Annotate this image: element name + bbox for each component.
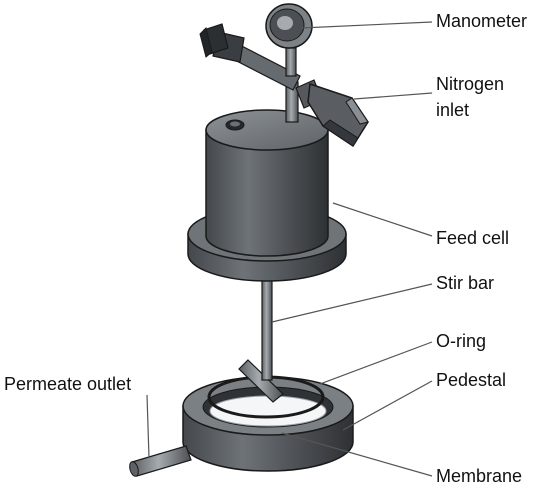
membrane-label: Membrane: [436, 466, 522, 486]
stir-bar-label: Stir bar: [436, 273, 494, 293]
nitrogen-inlet-label-line1: Nitrogen: [436, 74, 504, 94]
permeate-outlet-label: Permeate outlet: [4, 374, 131, 394]
valve-assembly: [199, 23, 301, 123]
feed-cell-leader: [332, 202, 433, 237]
nitrogen-inlet-leader: [353, 92, 433, 100]
feed-cell: [187, 109, 347, 282]
feed-cell-label: Feed cell: [436, 228, 509, 248]
manometer-leader: [300, 21, 433, 29]
stir-bar-leader: [271, 283, 433, 323]
permeate-outlet-leader: [146, 394, 150, 459]
leader-lines: [146, 21, 433, 477]
o-ring-leader: [319, 341, 433, 385]
manometer-gauge: [265, 3, 313, 77]
nitrogen-inlet-label-line2: inlet: [436, 100, 469, 120]
o-ring-label: O-ring: [436, 331, 486, 351]
nitrogen-inlet-fitting: [295, 79, 369, 148]
membrane-leader: [281, 432, 433, 477]
pedestal-label: Pedestal: [436, 370, 506, 390]
pedestal-leader: [342, 380, 433, 431]
permeate-outlet-tube: [129, 445, 192, 477]
manometer-label: Manometer: [436, 11, 527, 31]
